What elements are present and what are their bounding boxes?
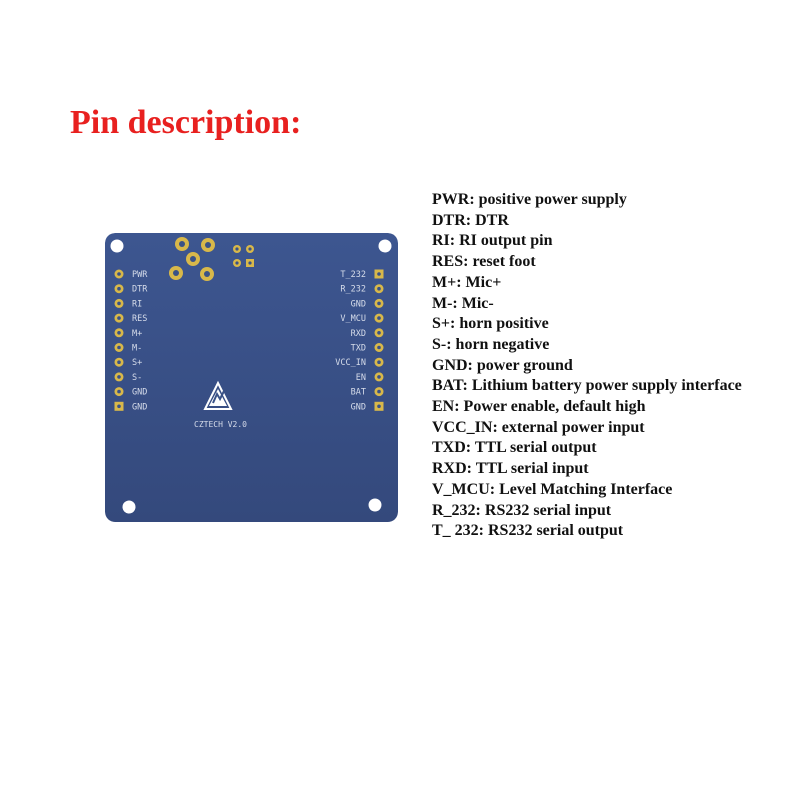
pin-description-item: RES: reset foot xyxy=(432,253,536,271)
pin-pad-hole xyxy=(117,301,121,306)
pin-description-item: S+: horn positive xyxy=(432,315,549,333)
pin-pad-hole xyxy=(377,301,381,306)
right-pin-label: V_MCU xyxy=(340,314,366,324)
pcb-substrate xyxy=(105,233,398,522)
pin-pad-hole xyxy=(117,272,121,276)
left-pin-label: M- xyxy=(132,344,142,354)
pcb-board-drawing: CZTECH V2.0 PWR DTR RI RES M+ M- S+ S- GND GND T_… xyxy=(105,233,398,522)
pin-description-item: RI: RI output pin xyxy=(432,232,553,250)
pin-description-item: EN: Power enable, default high xyxy=(432,398,646,416)
pin-pad-hole xyxy=(117,331,121,335)
pin-pad-hole xyxy=(117,389,121,394)
right-pin-label: TXD xyxy=(351,344,366,354)
left-pin-label: M+ xyxy=(132,329,142,339)
pin-description-item: S-: horn negative xyxy=(432,335,550,353)
right-pin-label: VCC_IN xyxy=(335,358,366,368)
pin-pad-hole xyxy=(117,375,121,379)
pin-pad-hole xyxy=(377,389,381,394)
right-pin-label: EN xyxy=(356,373,366,383)
pin-pad-hole xyxy=(377,404,381,409)
pin-description-item: T_ 232: RS232 serial output xyxy=(432,522,624,540)
pin-description-item: BAT: Lithium battery power supply interf… xyxy=(432,377,742,395)
pin-pad-hole xyxy=(377,331,381,335)
pin-description-item: RXD: TTL serial input xyxy=(432,460,589,478)
mounting-hole xyxy=(110,239,124,253)
right-pin-label: BAT xyxy=(351,388,366,398)
pin-description-item: TXD: TTL serial output xyxy=(432,439,597,457)
pin-description-item: VCC_IN: external power input xyxy=(432,418,645,436)
right-pin-label: RXD xyxy=(351,329,366,339)
mounting-hole xyxy=(122,500,136,514)
pin-pad-hole xyxy=(377,375,381,379)
left-pin-label: RES xyxy=(132,314,147,324)
right-pin-label: GND xyxy=(351,402,366,412)
pin-pad-hole xyxy=(377,316,381,320)
left-pin-label: DTR xyxy=(132,285,148,295)
left-pin-label: PWR xyxy=(132,270,148,280)
left-pin-label: S+ xyxy=(132,358,142,368)
left-pin-label: S- xyxy=(132,373,142,383)
pin-description-item: V_MCU: Level Matching Interface xyxy=(432,480,673,498)
pin-description-item: M+: Mic+ xyxy=(432,273,502,291)
right-pin-label: R_232 xyxy=(340,285,366,295)
pin-pad-hole xyxy=(377,360,381,364)
pcb-board: CZTECH V2.0 PWR DTR RI RES M+ M- S+ S- GND GND T_… xyxy=(105,233,398,522)
pin-description-item: DTR: DTR xyxy=(432,211,509,229)
pin-pad-hole xyxy=(377,272,381,276)
left-pin-header: PWR DTR RI RES M+ M- S+ S- GND GND xyxy=(114,269,148,412)
left-pin-label: GND xyxy=(132,388,147,398)
esd-warning-icon xyxy=(203,380,233,410)
mounting-hole xyxy=(378,239,392,253)
pin-pad-hole xyxy=(377,345,381,350)
pin-pad-hole xyxy=(117,345,121,350)
pin-description-item: M-: Mic- xyxy=(432,294,494,312)
pin-pad-hole xyxy=(117,316,121,320)
left-pin-label: RI xyxy=(132,299,142,309)
page-title: Pin description: xyxy=(70,104,302,141)
board-brand-label: CZTECH V2.0 xyxy=(194,420,247,429)
pin-description-item: PWR: positive power supply xyxy=(432,191,627,208)
pin-description-item: GND: power ground xyxy=(432,356,573,374)
mounting-hole xyxy=(368,498,382,512)
left-pin-label: GND xyxy=(132,402,147,412)
small-pad-group xyxy=(233,245,254,267)
pin-pad-hole xyxy=(117,286,121,291)
pin-pad-hole xyxy=(117,360,121,364)
right-pin-label: GND xyxy=(351,299,366,309)
pin-pad-hole xyxy=(117,404,121,409)
pin-description-item: R_232: RS232 serial input xyxy=(432,501,612,519)
right-pin-label: T_232 xyxy=(340,270,366,280)
pin-pad-hole xyxy=(377,286,381,291)
speaker-pad-cluster xyxy=(169,237,215,281)
